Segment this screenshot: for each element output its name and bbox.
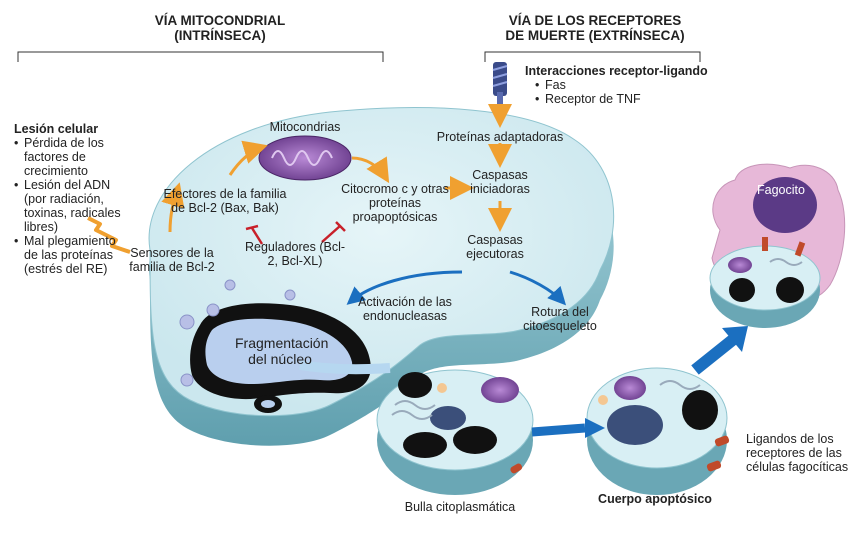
apoptotic-body-label: Cuerpo apoptósico [598, 492, 712, 506]
extrinsic-header: VÍA DE LOS RECEPTORES DE MUERTE (EXTRÍNS… [495, 13, 695, 43]
executor-caspases-label: Caspasas ejecutoras [466, 233, 524, 261]
initiator-caspases-label: Caspasas iniciadoras [470, 168, 530, 196]
bleb-cell [376, 369, 534, 495]
phagocyte-label: Fagocito [757, 183, 805, 197]
adapters-label: Proteínas adaptadoras [436, 130, 564, 144]
receptor-item: Receptor de TNF [535, 92, 708, 106]
receptor-item: Fas [535, 78, 708, 92]
mitochondrion-icon [258, 135, 352, 181]
cell-injury-list: Lesión celular Pérdida de los factores d… [14, 122, 132, 276]
intrinsic-header-line2: (INTRÍNSECA) [174, 28, 266, 43]
mitochondria-label: Mitocondrias [269, 120, 341, 134]
receptor-interactions: Interacciones receptor-ligando Fas Recep… [525, 64, 708, 106]
pathway-arrows [161, 104, 512, 233]
effect-arrows [299, 270, 567, 375]
receptor-icon [492, 62, 508, 104]
ligands-label: Ligandos de los receptores de las célula… [746, 432, 849, 474]
apoptotic-body [586, 367, 730, 495]
phagocyte [709, 163, 846, 328]
inhibition-marks [245, 221, 346, 245]
extrinsic-header-line2: DE MUERTE (EXTRÍNSECA) [505, 28, 685, 43]
extrinsic-header-line1: VÍA DE LOS RECEPTORES [508, 13, 682, 28]
fragmentation-label: Fragmentación del núcleo [235, 335, 329, 367]
extrinsic-bracket [484, 51, 701, 62]
injury-item: Lesión del ADN (por radiación, toxinas, … [14, 178, 132, 234]
intrinsic-header: VÍA MITOCONDRIAL (INTRÍNSECA) [120, 13, 320, 43]
sensors-label: Sensores de la familia de Bcl-2 [129, 246, 215, 274]
injury-item: Pérdida de los factores de crecimiento [14, 136, 132, 178]
progression-arrows [531, 326, 748, 438]
bleb-label: Bulla citoplasmática [404, 500, 516, 514]
vesicles [179, 279, 296, 387]
receptor-title: Interacciones receptor-ligando [525, 64, 708, 78]
intrinsic-bracket [17, 51, 384, 62]
effectors-label: Efectores de la familia de Bcl-2 (Bax, B… [163, 187, 287, 215]
intrinsic-header-line1: VÍA MITOCONDRIAL [154, 13, 286, 28]
injury-item: Mal plegamiento de las proteínas (estrés… [14, 234, 132, 276]
regulators-label: Reguladores (Bcl-2, Bcl-XL) [244, 240, 346, 268]
cytochrome-label: Citocromo c y otras proteínas proapoptós… [341, 182, 449, 224]
cell-injury-title: Lesión celular [14, 122, 99, 136]
endonuclease-label: Activación de las endonucleasas [358, 295, 452, 323]
cytoskeleton-label: Rotura del citoesqueleto [523, 305, 597, 333]
